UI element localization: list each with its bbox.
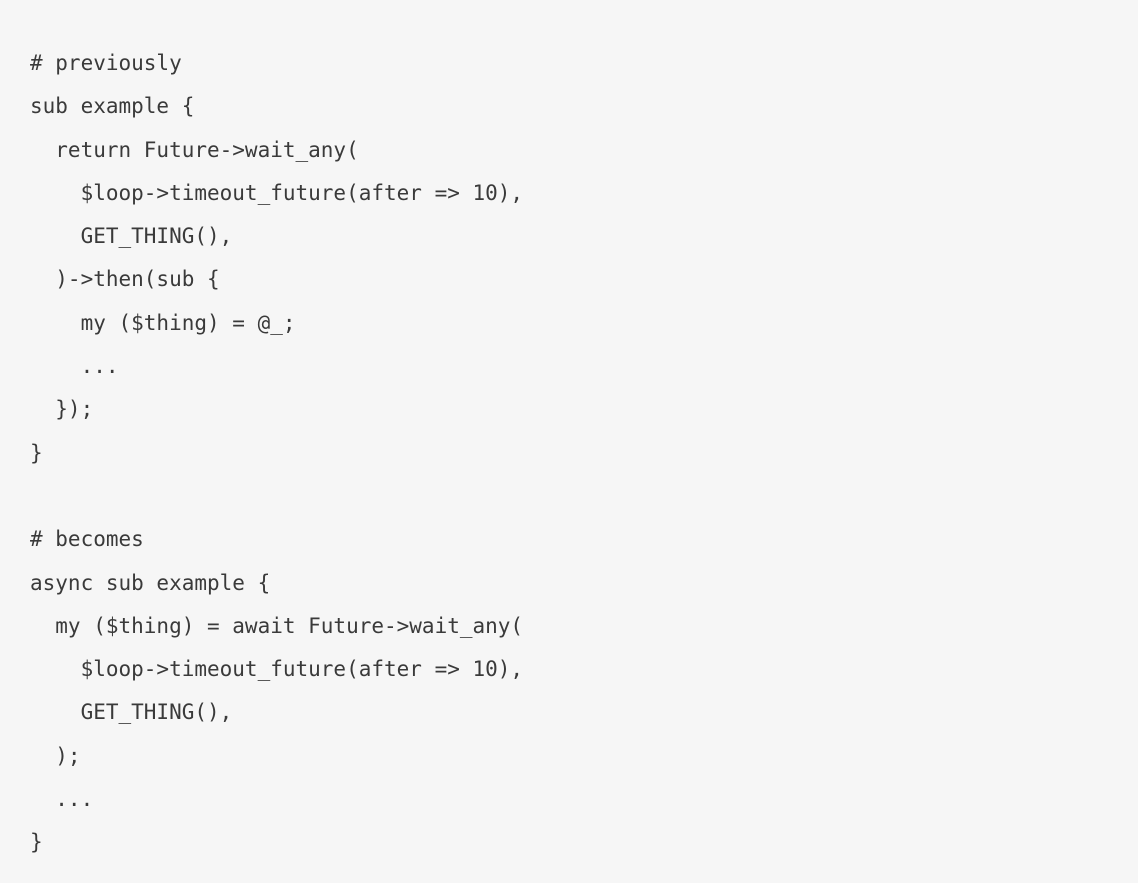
code-line: ...	[30, 787, 94, 812]
code-line: async sub example {	[30, 570, 271, 595]
code-line: $loop->timeout_future(after => 10),	[30, 180, 524, 205]
code-line: )->then(sub {	[30, 267, 220, 292]
code-line: }	[30, 440, 43, 465]
code-line: # previously	[30, 51, 182, 75]
code-line: sub example {	[30, 94, 195, 119]
code-line: GET_THING(),	[30, 224, 233, 249]
code-line: }	[30, 830, 43, 855]
code-line: $loop->timeout_future(after => 10),	[30, 657, 524, 682]
code-line: GET_THING(),	[30, 700, 233, 725]
code-line: my ($thing) = await Future->wait_any(	[30, 613, 524, 638]
code-line: my ($thing) = @_;	[30, 310, 296, 335]
code-line: # becomes	[30, 527, 144, 552]
code-line: });	[30, 397, 94, 422]
code-line: ...	[30, 354, 119, 379]
code-line: );	[30, 743, 81, 768]
code-block: # previously sub example { return Future-…	[0, 21, 1138, 883]
code-line	[30, 475, 1108, 518]
code-line: return Future->wait_any(	[30, 137, 359, 162]
